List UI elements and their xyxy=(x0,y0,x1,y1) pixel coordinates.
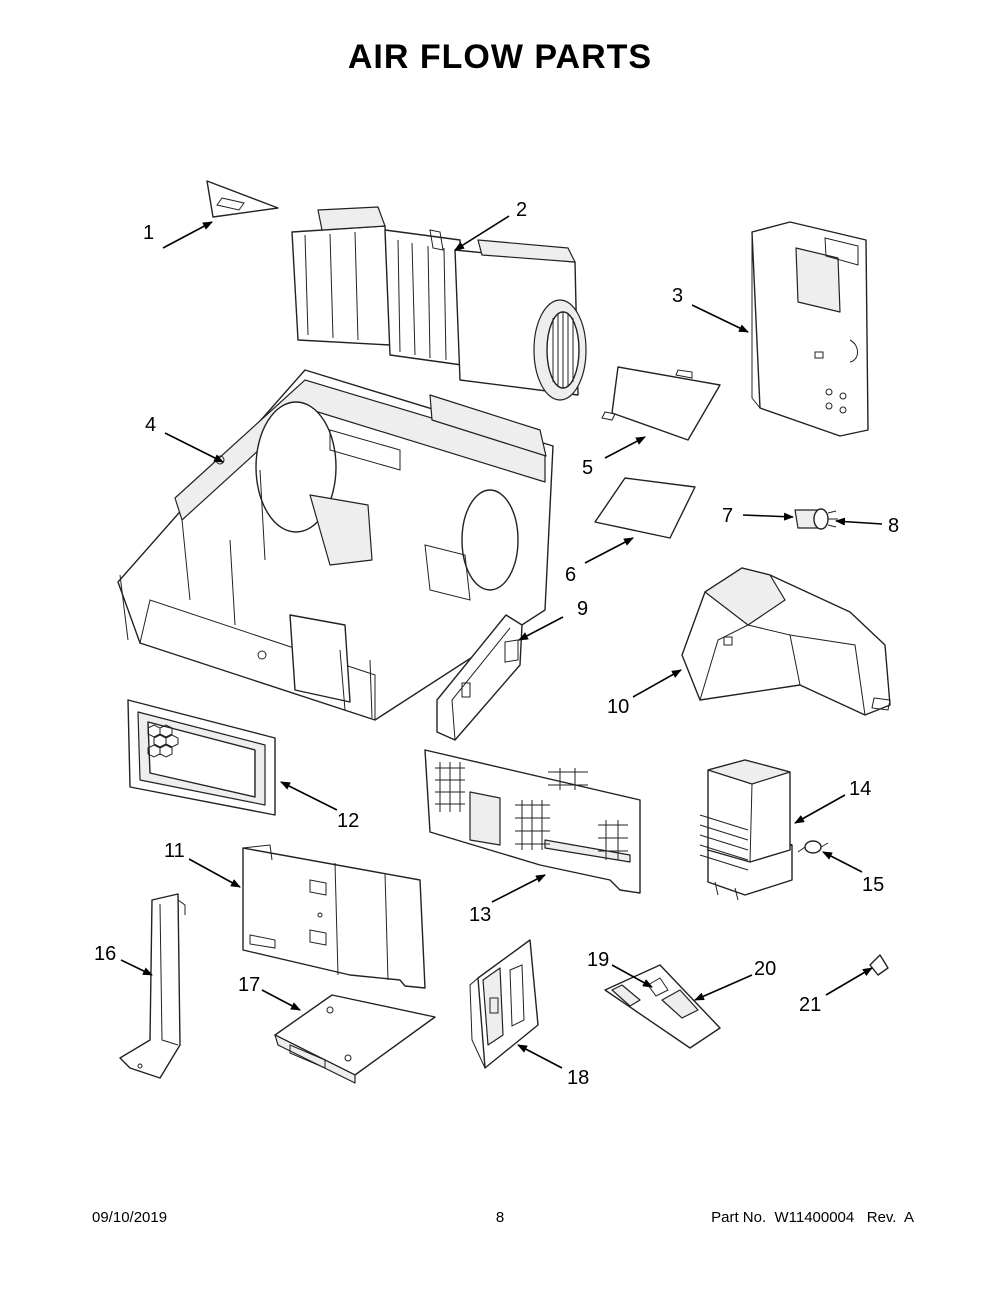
part-6-flat-sheet xyxy=(594,477,696,539)
part-2-blower-motor xyxy=(291,206,587,401)
part-4-air-duct-frame xyxy=(117,369,554,721)
part-21-small-clip xyxy=(869,954,889,976)
callout-19: 19 xyxy=(587,949,609,971)
arrow-12 xyxy=(280,781,338,811)
callout-4: 4 xyxy=(145,414,156,436)
footer-page-number: 8 xyxy=(495,1209,505,1226)
arrow-19 xyxy=(611,964,653,988)
callout-2: 2 xyxy=(516,199,527,221)
callout-17: 17 xyxy=(238,974,260,996)
callout-7: 7 xyxy=(722,505,733,527)
callout-8: 8 xyxy=(888,515,899,537)
callout-15: 15 xyxy=(862,874,884,896)
callout-13: 13 xyxy=(469,904,491,926)
part-18-mounting-bracket xyxy=(469,939,539,1069)
arrow-14 xyxy=(794,794,846,824)
part-17-slanted-tray xyxy=(274,994,436,1084)
callout-21: 21 xyxy=(799,994,821,1016)
callout-10: 10 xyxy=(607,696,629,718)
part-12-filter-frame xyxy=(127,699,276,816)
arrow-8 xyxy=(835,517,883,526)
arrow-21 xyxy=(825,967,873,996)
arrow-3 xyxy=(691,304,749,333)
callout-12: 12 xyxy=(337,810,359,832)
arrow-10 xyxy=(632,669,682,698)
arrow-6 xyxy=(584,537,634,564)
part-13-perforated-panel xyxy=(424,749,641,894)
footer-part-number: Part No. W11400004 Rev. A xyxy=(711,1209,914,1226)
page-title: AIR FLOW PARTS xyxy=(347,38,653,76)
part-10-air-guide-duct xyxy=(681,567,891,716)
callout-14: 14 xyxy=(849,778,871,800)
callout-18: 18 xyxy=(567,1067,589,1089)
arrow-11 xyxy=(188,858,241,888)
part-15-thermal-fuse xyxy=(797,840,829,854)
part-3-side-bracket xyxy=(751,221,869,437)
part-14-transformer xyxy=(699,759,793,901)
callout-16: 16 xyxy=(94,943,116,965)
arrow-20 xyxy=(694,974,753,1001)
callout-1: 1 xyxy=(143,222,154,244)
arrow-5 xyxy=(604,436,646,459)
part-11-control-bracket xyxy=(242,844,426,989)
arrow-4 xyxy=(164,432,224,463)
callout-5: 5 xyxy=(582,457,593,479)
callout-3: 3 xyxy=(672,285,683,307)
part-9-small-bracket xyxy=(436,614,523,741)
leader-arrows xyxy=(120,215,883,1069)
arrow-15 xyxy=(822,851,863,873)
arrow-13 xyxy=(491,874,546,903)
callout-6: 6 xyxy=(565,564,576,586)
part-19-20-circuit-board xyxy=(604,964,721,1049)
callout-11: 11 xyxy=(164,840,185,862)
part-16-rail-bracket xyxy=(119,893,186,1079)
footer-date: 09/10/2019 xyxy=(92,1209,168,1226)
callout-20: 20 xyxy=(754,958,776,980)
arrow-7 xyxy=(742,512,794,521)
part-5-thin-plate xyxy=(601,366,721,441)
part-7-8-lamp-socket xyxy=(794,508,838,530)
callout-9: 9 xyxy=(577,598,588,620)
arrow-2 xyxy=(454,215,510,251)
arrow-16 xyxy=(120,959,153,976)
arrow-1 xyxy=(162,221,213,249)
arrow-17 xyxy=(261,989,301,1011)
arrow-9 xyxy=(518,616,564,641)
arrow-18 xyxy=(517,1044,563,1069)
part-1-label-triangle xyxy=(206,180,279,218)
callout-labels: 1 2 3 4 5 6 7 8 9 10 11 12 13 14 15 16 1… xyxy=(94,199,899,1089)
